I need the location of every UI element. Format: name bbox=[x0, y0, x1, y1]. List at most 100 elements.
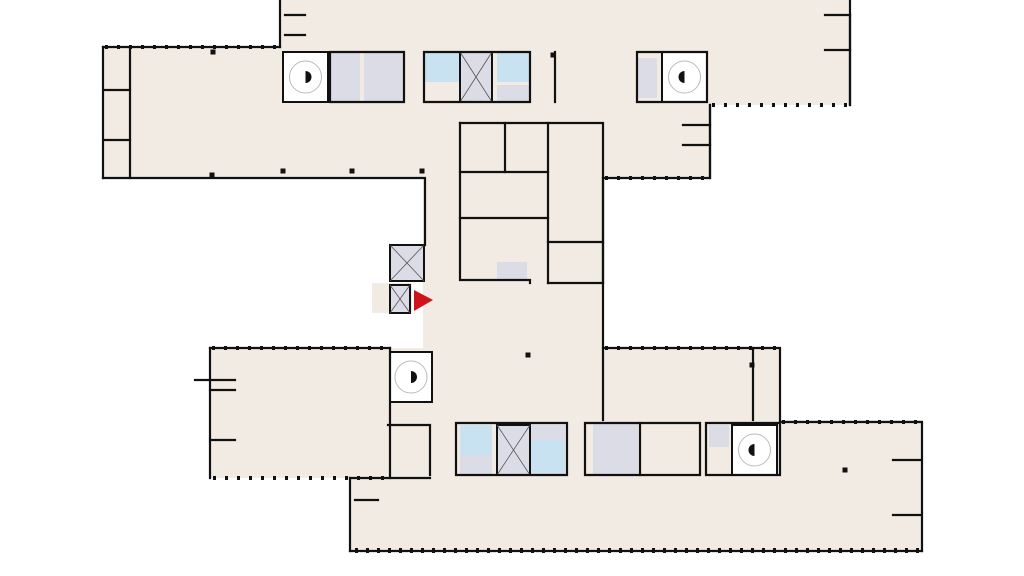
stair-spiral bbox=[394, 360, 428, 394]
mullion bbox=[844, 103, 847, 107]
mullion bbox=[296, 346, 299, 350]
columns bbox=[105, 45, 919, 553]
mullion bbox=[751, 548, 754, 553]
mullion bbox=[685, 548, 688, 553]
mullion bbox=[297, 476, 300, 480]
mullion bbox=[653, 346, 656, 350]
mullion bbox=[605, 176, 608, 180]
wall bbox=[778, 420, 924, 553]
mullion bbox=[542, 548, 545, 553]
restroom bbox=[424, 52, 459, 82]
mullion bbox=[701, 346, 704, 350]
mullion bbox=[189, 45, 192, 49]
mullion bbox=[795, 548, 798, 553]
mullion bbox=[677, 346, 680, 350]
mullion bbox=[828, 548, 831, 553]
mullion bbox=[619, 548, 622, 553]
mullion bbox=[689, 346, 692, 350]
mullion bbox=[366, 548, 369, 553]
mullion bbox=[701, 176, 704, 180]
mullion bbox=[808, 103, 811, 107]
mullion bbox=[369, 476, 372, 480]
mullion bbox=[794, 420, 797, 424]
mullion bbox=[905, 548, 908, 553]
mullion bbox=[476, 548, 479, 553]
mullion bbox=[737, 346, 740, 350]
column bbox=[210, 49, 216, 55]
mullion bbox=[832, 103, 835, 107]
mullion bbox=[890, 420, 893, 424]
mullion bbox=[345, 476, 348, 480]
mullion bbox=[806, 420, 809, 424]
wall bbox=[328, 50, 406, 104]
service-room bbox=[364, 52, 404, 102]
mullion bbox=[153, 45, 156, 49]
column bbox=[749, 362, 755, 368]
mullion bbox=[617, 346, 620, 350]
mullion bbox=[388, 548, 391, 553]
stair-spiral bbox=[289, 60, 322, 94]
mullion bbox=[344, 346, 347, 350]
mullion bbox=[861, 548, 864, 553]
mullion bbox=[520, 548, 523, 553]
mullion bbox=[399, 548, 402, 553]
wall bbox=[386, 423, 432, 477]
mullion bbox=[553, 548, 556, 553]
mullion bbox=[878, 420, 881, 424]
floor-wing bbox=[600, 348, 780, 424]
mullion bbox=[355, 548, 358, 553]
mullion bbox=[487, 548, 490, 553]
column bbox=[280, 168, 286, 174]
rooms bbox=[282, 51, 778, 476]
mullion bbox=[641, 176, 644, 180]
stair-spiral bbox=[738, 433, 771, 467]
wall bbox=[601, 346, 782, 424]
mullion bbox=[498, 548, 501, 553]
mullion bbox=[617, 176, 620, 180]
stair-core bbox=[411, 371, 417, 383]
mullion bbox=[677, 176, 680, 180]
elevator-cross bbox=[496, 424, 531, 476]
mullion bbox=[597, 548, 600, 553]
mullion bbox=[842, 420, 845, 424]
mullion bbox=[421, 548, 424, 553]
mullion bbox=[332, 346, 335, 350]
wall bbox=[458, 121, 532, 285]
mullion bbox=[225, 45, 228, 49]
mullion bbox=[261, 476, 264, 480]
mullion bbox=[212, 346, 215, 350]
mullion bbox=[165, 45, 168, 49]
location-triangle-icon[interactable] bbox=[414, 290, 433, 311]
mullion bbox=[674, 548, 677, 553]
wall bbox=[422, 50, 532, 104]
service-room bbox=[709, 425, 729, 447]
mullion bbox=[817, 548, 820, 553]
mullion bbox=[784, 548, 787, 553]
mullion bbox=[772, 103, 775, 107]
mullion bbox=[872, 548, 875, 553]
mullion bbox=[236, 346, 239, 350]
mullion bbox=[850, 548, 853, 553]
mullion bbox=[839, 548, 842, 553]
mullion bbox=[630, 548, 633, 553]
mullion bbox=[141, 45, 144, 49]
wall bbox=[704, 421, 782, 477]
mullion bbox=[249, 476, 252, 480]
mullion bbox=[806, 548, 809, 553]
mullion bbox=[509, 548, 512, 553]
wall bbox=[583, 421, 702, 477]
wall bbox=[101, 176, 427, 247]
mullion bbox=[368, 346, 371, 350]
mullion bbox=[796, 103, 799, 107]
mullion bbox=[916, 548, 919, 553]
restroom bbox=[530, 440, 565, 472]
stair-core bbox=[305, 71, 312, 83]
mullion bbox=[237, 45, 240, 49]
mullion bbox=[784, 103, 787, 107]
mullion bbox=[773, 346, 776, 350]
mullion bbox=[665, 176, 668, 180]
wall bbox=[635, 50, 709, 104]
service-room bbox=[497, 85, 529, 102]
mullion bbox=[377, 548, 380, 553]
